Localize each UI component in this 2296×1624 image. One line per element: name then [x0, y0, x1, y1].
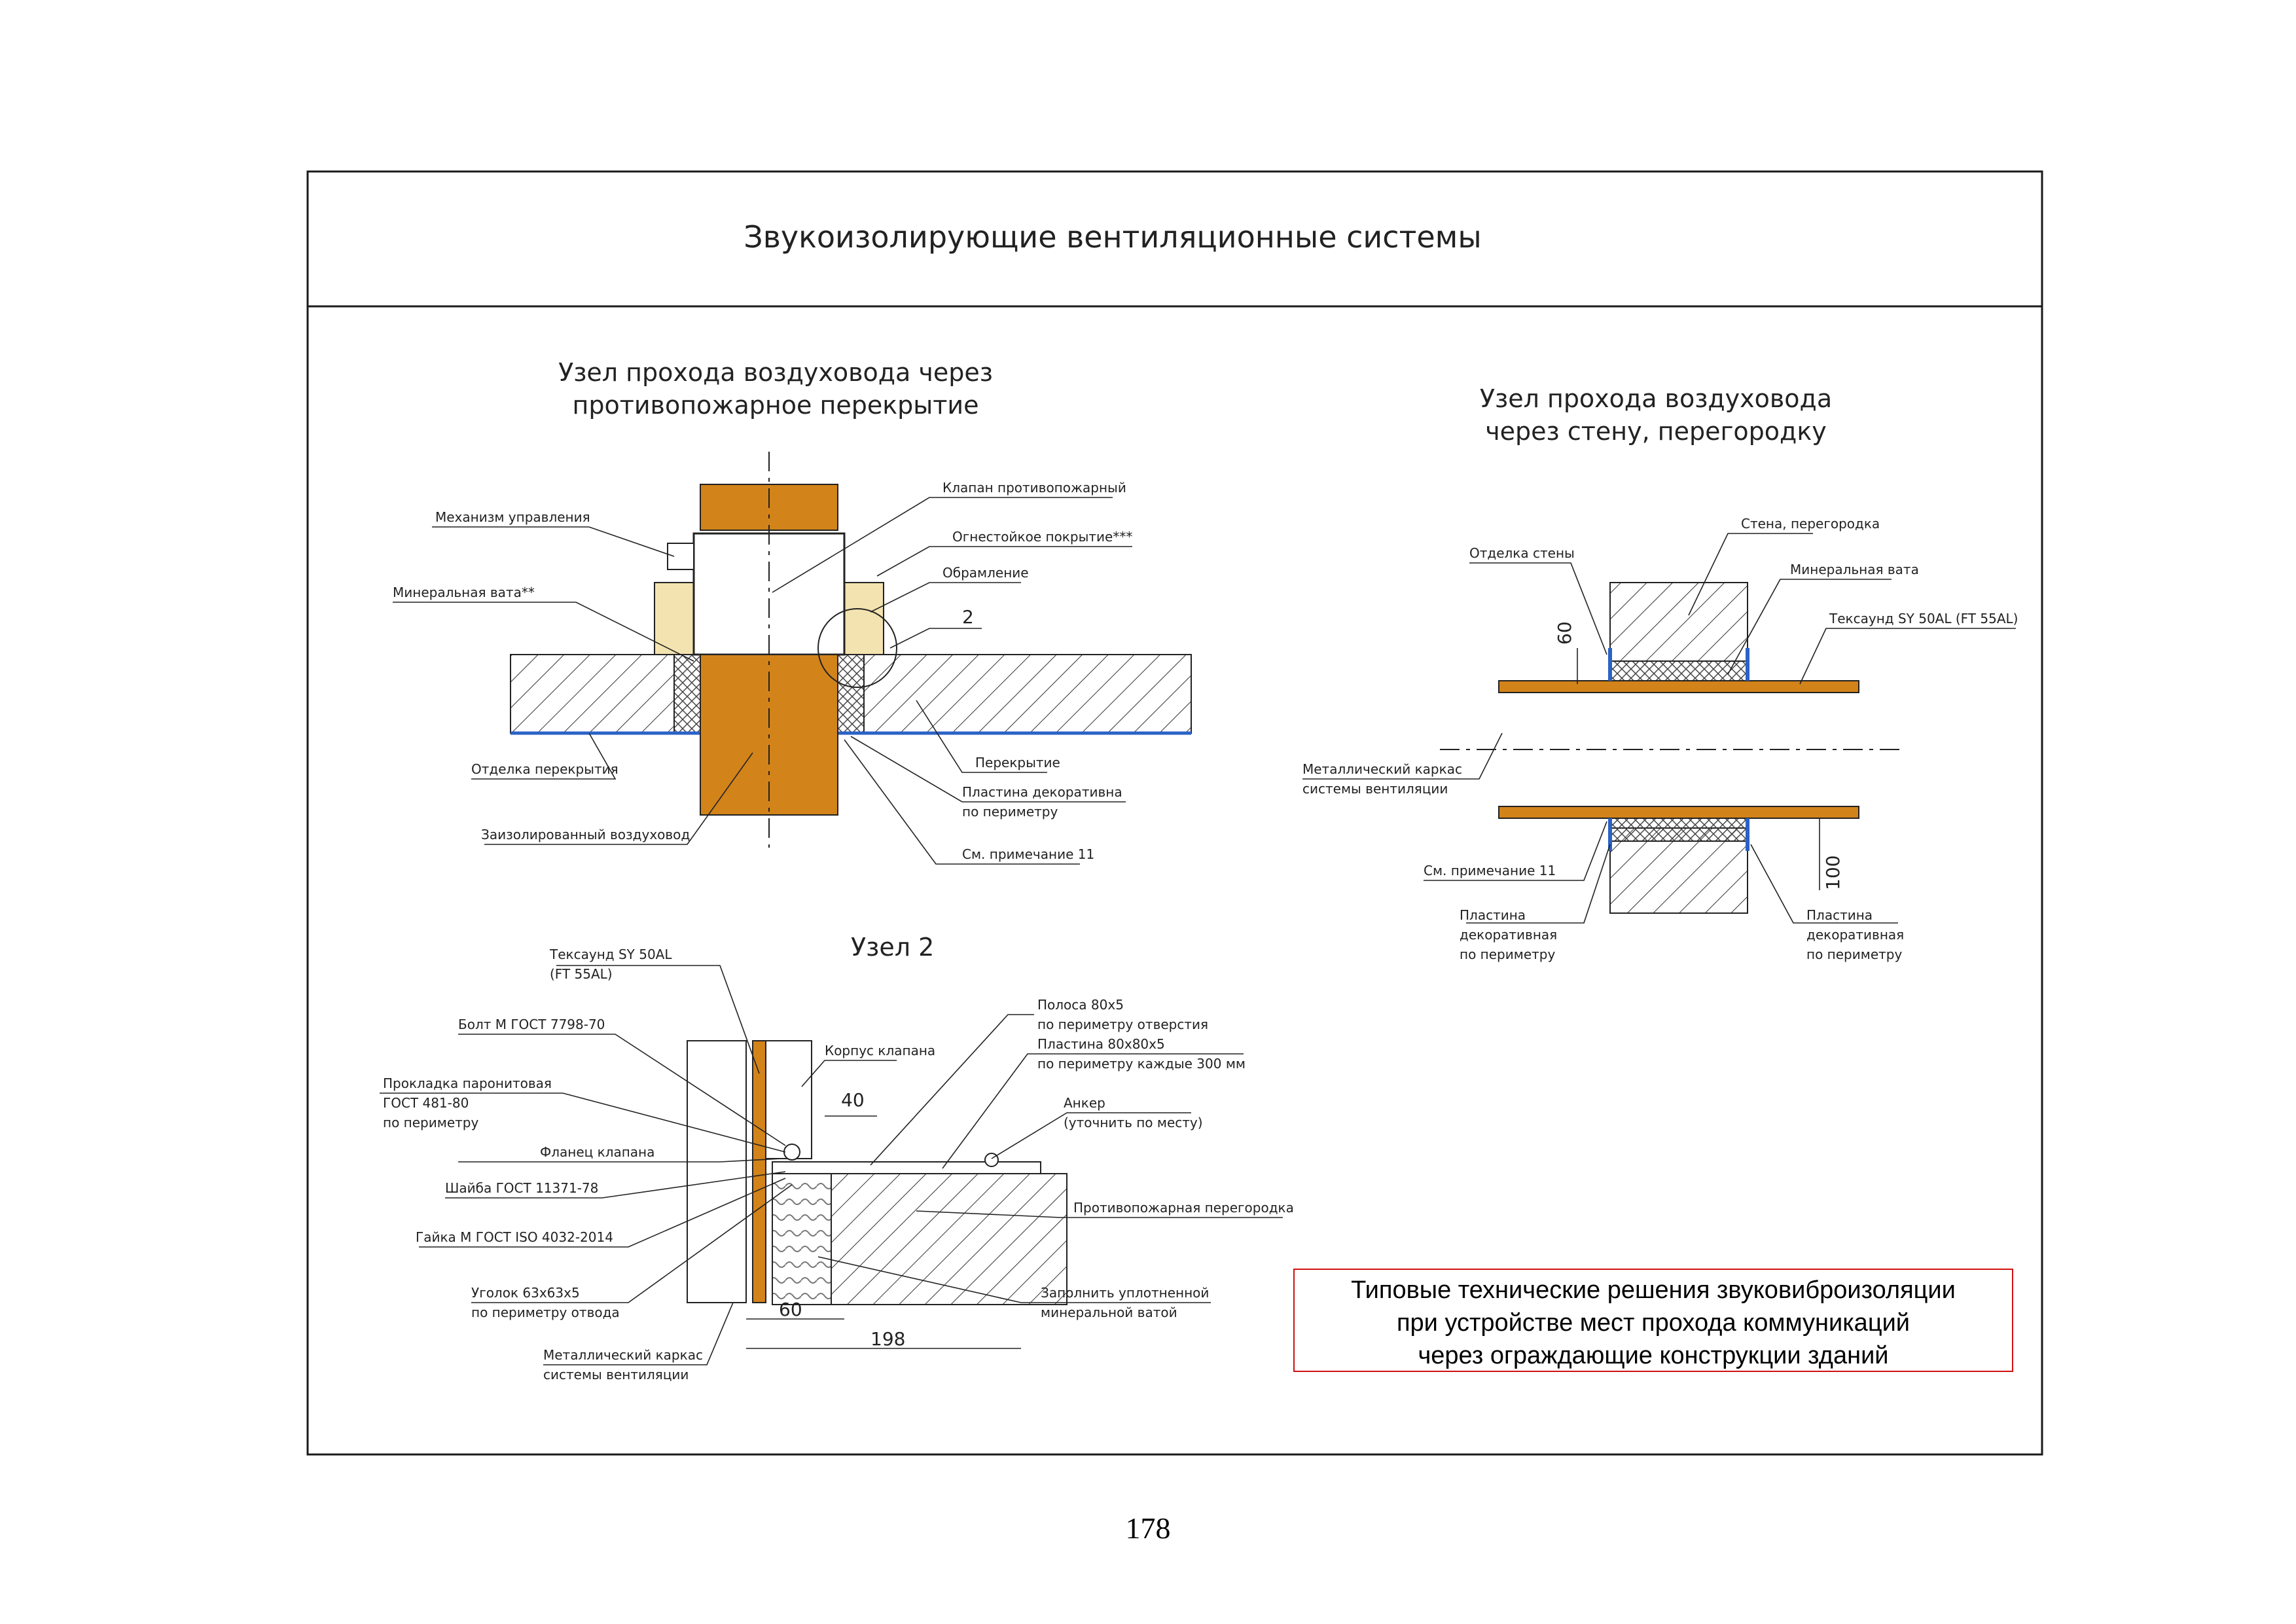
label-slab: Перекрытие [975, 755, 1060, 770]
detail-floor: Узел прохода воздуховода через противопо… [393, 358, 1192, 865]
detail-floor-title-1: Узел прохода воздуховода через [558, 358, 993, 387]
duct-wall-top [1498, 680, 1859, 693]
label-fire-coating: Огнестойкое покрытие*** [952, 529, 1132, 545]
node-2-marker [817, 608, 897, 688]
label-see-note: См. примечание 11 [962, 846, 1094, 862]
note-line-1: Типовые технические решения звуковиброиз… [1351, 1276, 1956, 1304]
node2-label-angle-1: Уголок 63х63х5 [471, 1285, 580, 1301]
node2-label-plate-2: по периметру каждые 300 мм [1037, 1056, 1246, 1072]
node2-label-angle-2: по периметру отвода [471, 1305, 620, 1320]
label-plate-right-2: декоративная [1806, 927, 1904, 943]
label-valve: Клапан противопожарный [942, 480, 1126, 496]
label-wall-see-note: См. примечание 11 [1424, 863, 1556, 878]
node2-dim-40: 40 [841, 1089, 865, 1111]
node2-label-fill-1: Заполнить уплотненной [1041, 1285, 1209, 1301]
wall-lower [1609, 827, 1748, 914]
duct-wall-bottom [1498, 806, 1859, 819]
node2-label-frame-1: Металлический каркас [543, 1347, 703, 1363]
label-wall: Стена, перегородка [1741, 516, 1880, 532]
label-mineral-wool: Минеральная вата** [393, 585, 535, 600]
label-plate-left-1: Пластина [1460, 907, 1526, 923]
label-plate-left-3: по периметру [1460, 947, 1555, 962]
label-texound: Тексаунд SY 50AL (FT 55AL) [1829, 611, 2018, 626]
node2-texound [752, 1040, 766, 1303]
label-floor-finish: Отделка перекрытия [471, 761, 619, 777]
label-plate-right-3: по периметру [1806, 947, 1902, 962]
node2-label-strip-2: по периметру отверстия [1037, 1017, 1208, 1032]
node2-dim-198: 198 [870, 1328, 905, 1350]
wool-right [837, 654, 865, 734]
node2-valve-body [765, 1040, 812, 1159]
node2-label-texound-2: (FT 55AL) [550, 966, 613, 982]
node2-wool-fill [772, 1173, 832, 1305]
node2-strip [772, 1161, 1041, 1174]
detail-wall: Узел прохода воздуховода через стену, пе… [1302, 384, 2018, 962]
node2-label-anchor-2: (уточнить по месту) [1064, 1115, 1203, 1130]
node2-bolt [783, 1144, 800, 1161]
node2-label-nut: Гайка М ГОСТ ISO 4032-2014 [416, 1229, 613, 1245]
fire-coating-left [654, 582, 694, 655]
label-frame-1: Металлический каркас [1302, 761, 1462, 777]
node2-frame [687, 1040, 747, 1303]
node2-label-fill-2: минеральной ватой [1041, 1305, 1177, 1320]
label-insulated-duct: Заизолированный воздуховод [481, 827, 690, 842]
dim-100: 100 [1822, 856, 1844, 890]
node2-label-valve-body: Корпус клапана [825, 1043, 935, 1058]
detail-wall-title-1: Узел прохода воздуховода [1480, 384, 1832, 413]
node2-dim-60: 60 [779, 1299, 802, 1320]
label-plate-1: Пластина декоративна [962, 784, 1122, 800]
detail-floor-title-2: противопожарное перекрытие [573, 391, 979, 420]
wool-left [673, 654, 701, 734]
detail-wall-title-2: через стену, перегородку [1485, 417, 1827, 446]
node2-label-gasket-2: ГОСТ 481-80 [383, 1095, 469, 1111]
node2-label-anchor-1: Анкер [1064, 1095, 1105, 1111]
note-line-3: через ограждающие конструкции зданий [1418, 1342, 1889, 1369]
node2-partition [831, 1173, 1067, 1305]
label-frame-2: системы вентиляции [1302, 781, 1448, 797]
node2-label-bolt: Болт М ГОСТ 7798-70 [458, 1017, 605, 1032]
node2-label-strip-1: Полоса 80х5 [1037, 997, 1124, 1013]
dim-60: 60 [1554, 621, 1575, 645]
note-line-2: при устройстве мест прохода коммуникаций [1396, 1309, 1910, 1337]
label-mechanism: Механизм управления [435, 509, 590, 525]
label-wall-finish: Отделка стены [1469, 545, 1575, 561]
fire-coating-right [844, 582, 884, 655]
label-wall-wool: Минеральная вата [1790, 562, 1919, 577]
node2-label-frame-2: системы вентиляции [543, 1367, 689, 1382]
node2-title: Узел 2 [851, 933, 934, 962]
note-box: Типовые технические решения звуковиброиз… [1293, 1269, 2013, 1372]
wall-upper [1609, 582, 1748, 662]
node2-label-gasket-3: по периметру [383, 1115, 478, 1130]
node2-label-partition: Противопожарная перегородка [1073, 1200, 1294, 1216]
detail-node2: Узел 2 Тексаунд SY 50AL [380, 933, 1294, 1382]
sheet-border [306, 170, 2043, 1456]
node2-label-washer: Шайба ГОСТ 11371-78 [445, 1180, 598, 1196]
label-framing: Обрамление [942, 565, 1029, 581]
node2-label-plate-1: Пластина 80х80х5 [1037, 1036, 1165, 1052]
label-node-ref: 2 [962, 606, 974, 628]
label-plate-left-2: декоративная [1460, 927, 1557, 943]
node2-label-texound-1: Тексаунд SY 50AL [549, 947, 672, 962]
page-number: 178 [1125, 1511, 1171, 1545]
label-plate-2: по периметру [962, 804, 1058, 820]
node2-label-gasket-1: Прокладка паронитовая [383, 1075, 552, 1091]
node2-label-flange: Фланец клапана [540, 1144, 655, 1160]
sheet-title: Звукоизолирующие вентиляционные системы [744, 219, 1481, 255]
control-mechanism [667, 543, 694, 570]
label-plate-right-1: Пластина [1806, 907, 1873, 923]
